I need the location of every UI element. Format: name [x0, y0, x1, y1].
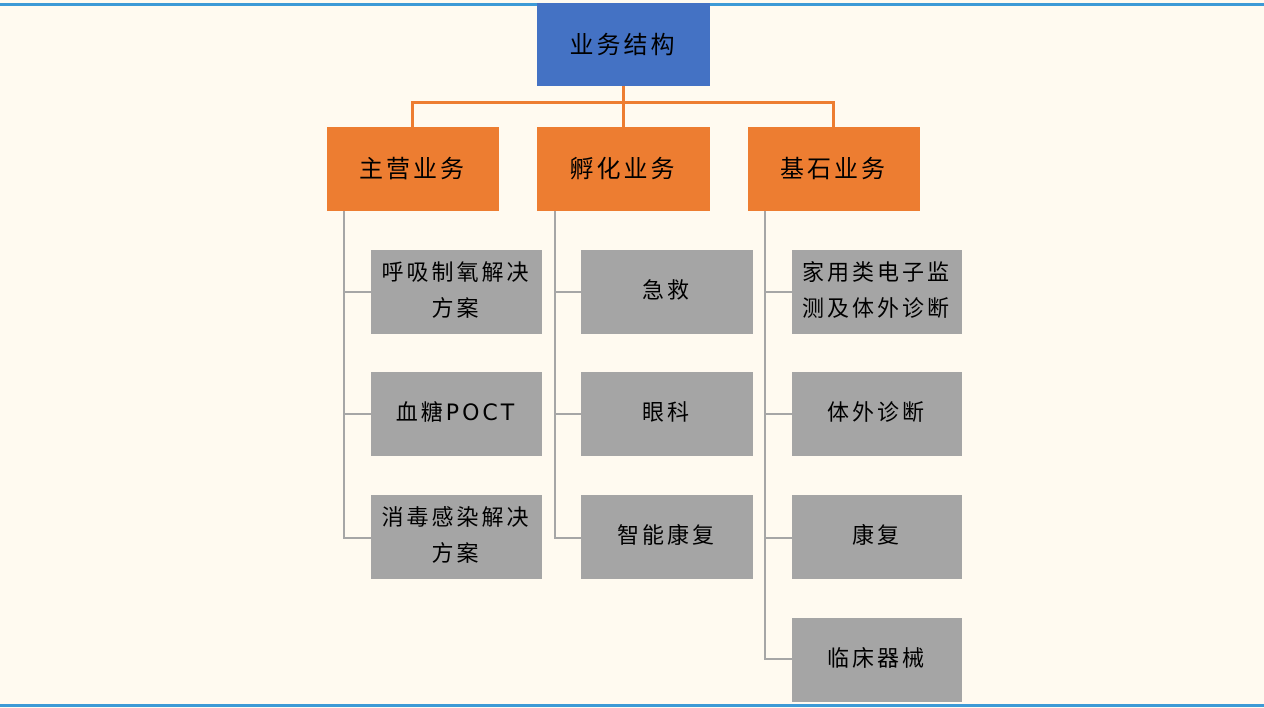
bottom-rule [0, 704, 1264, 707]
leaf-main-1: 呼吸制氧解决方案 [371, 250, 542, 334]
leaf-label: 急救 [641, 279, 692, 304]
leaf-label: 眼科 [641, 401, 692, 426]
leaf-label: 体外诊断 [826, 401, 927, 426]
incubation-trunk [554, 211, 556, 539]
leaf-cornerstone-2: 体外诊断 [792, 372, 962, 456]
category-incubation-business: 孵化业务 [537, 127, 710, 211]
connector-to-incubation [622, 101, 625, 127]
category-main-business: 主营业务 [327, 127, 499, 211]
leaf-label: 血糖POCT [395, 401, 518, 426]
incubation-branch-2 [554, 413, 581, 415]
cornerstone-trunk [764, 211, 766, 660]
leaf-label: 家用类电子监测及体外诊断 [801, 261, 952, 322]
root-connector-vertical [622, 86, 625, 103]
main-branch-3 [343, 537, 371, 539]
leaf-label: 智能康复 [616, 524, 717, 549]
main-trunk [343, 211, 345, 539]
leaf-cornerstone-1: 家用类电子监测及体外诊断 [792, 250, 962, 334]
leaf-label: 康复 [851, 524, 902, 549]
leaf-main-2: 血糖POCT [371, 372, 542, 456]
leaf-label: 呼吸制氧解决方案 [381, 261, 532, 322]
main-branch-1 [343, 291, 371, 293]
category-label: 主营业务 [359, 155, 467, 183]
leaf-label: 消毒感染解决方案 [381, 506, 532, 567]
incubation-branch-3 [554, 537, 581, 539]
category-label: 基石业务 [780, 155, 888, 183]
category-label: 孵化业务 [569, 155, 678, 183]
category-cornerstone-business: 基石业务 [748, 127, 920, 211]
cornerstone-branch-4 [764, 658, 792, 660]
cornerstone-branch-2 [764, 413, 792, 415]
leaf-label: 临床器械 [826, 647, 927, 672]
incubation-branch-1 [554, 291, 581, 293]
main-branch-2 [343, 413, 371, 415]
connector-to-cornerstone [832, 101, 835, 127]
connector-to-main [411, 101, 414, 127]
leaf-main-3: 消毒感染解决方案 [371, 495, 542, 579]
leaf-incubation-2: 眼科 [581, 372, 753, 456]
leaf-cornerstone-3: 康复 [792, 495, 962, 579]
cornerstone-branch-1 [764, 291, 792, 293]
leaf-cornerstone-4: 临床器械 [792, 618, 962, 702]
leaf-incubation-3: 智能康复 [581, 495, 753, 579]
root-label: 业务结构 [569, 30, 678, 59]
cornerstone-branch-3 [764, 537, 792, 539]
leaf-incubation-1: 急救 [581, 250, 753, 334]
root-node: 业务结构 [537, 3, 710, 86]
